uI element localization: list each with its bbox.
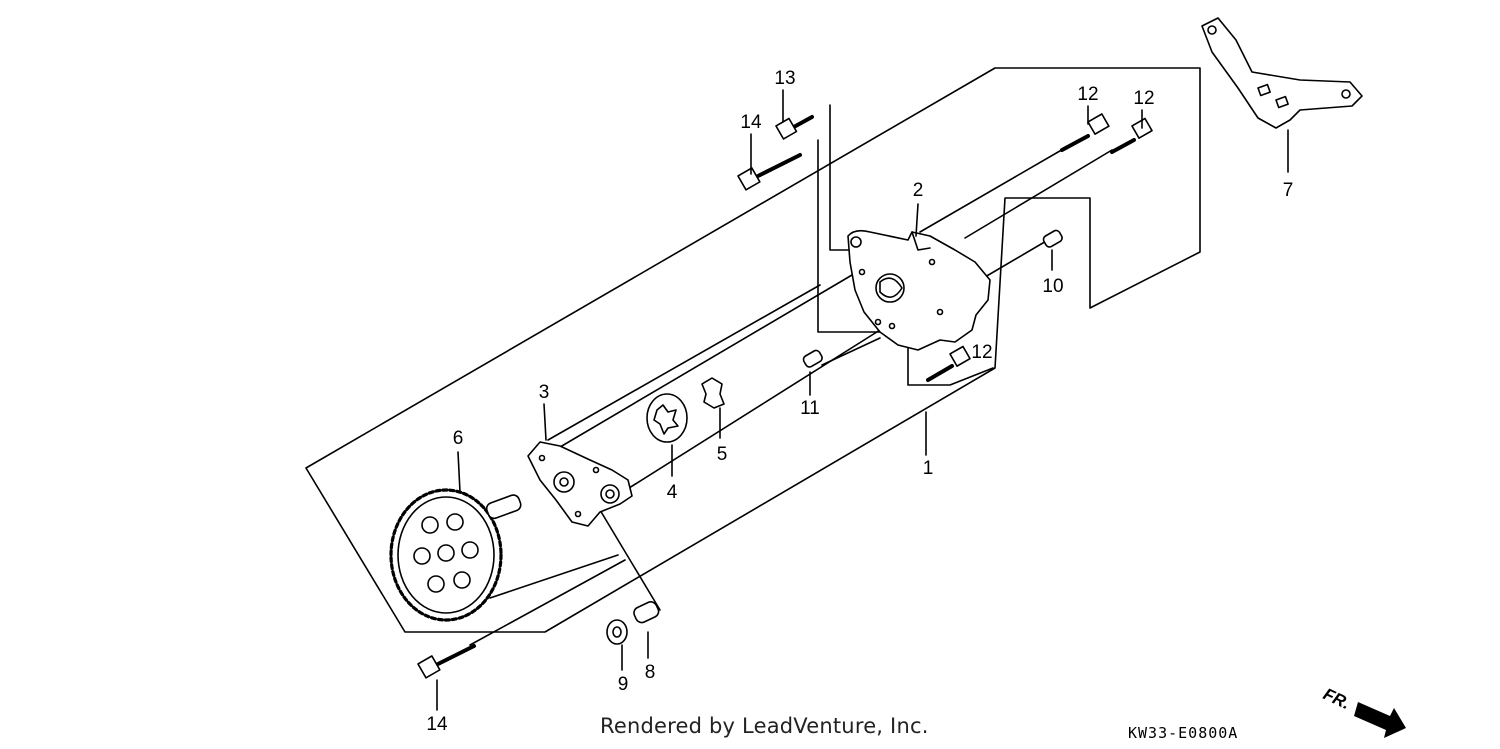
callout-6: 6 [453,428,464,449]
oil-seal [606,619,628,645]
mounting-bracket [1201,17,1363,129]
front-label: FR. [1320,684,1353,713]
leader-line [821,337,881,366]
callout-leader [543,403,547,441]
callout-11: 11 [800,398,820,419]
dowel-pin-10 [1042,229,1063,248]
callout-4: 4 [667,482,678,503]
bolt-14b [417,644,476,679]
oil-pump-cover [847,229,991,351]
callout-14b: 14 [426,714,448,735]
oil-pump-driven-gear [389,488,522,622]
callout-13: 13 [774,68,795,89]
bolt-14a [737,153,802,191]
outer-rotor [646,393,688,443]
front-direction-marker: FR. [1320,684,1406,738]
callout-12c: 12 [971,342,992,363]
leader-line [469,559,626,646]
callout-12b: 12 [1133,88,1154,109]
collar [633,601,660,624]
callout-3: 3 [539,382,550,403]
callout-10: 10 [1042,276,1063,297]
leader-line [964,149,1113,239]
callout-12a: 12 [1077,84,1098,105]
leader-line [554,274,853,451]
callout-leader [915,203,919,237]
callout-7: 7 [1283,180,1294,201]
diagram-code: KW33-E0800A [1128,724,1239,742]
render-credit: Rendered by LeadVenture, Inc. [600,714,929,738]
callout-2: 2 [913,180,924,201]
callout-5: 5 [717,444,728,465]
assembly-outline [305,67,1201,633]
bolt-12c-guide [907,339,994,386]
leader-line [984,239,1049,278]
callout-1: 1 [923,458,934,479]
bolt-12c [926,345,971,382]
bolt-12b [1110,117,1153,154]
leader-line [609,329,881,501]
callout-8: 8 [645,662,656,683]
leader-line [489,554,619,599]
bolt-13 [775,115,814,140]
bolt-12a [1060,113,1110,152]
arrow-icon [1354,702,1406,738]
inner-rotor [701,377,725,409]
callout-14a: 14 [740,112,762,133]
leader-line [547,284,821,441]
leader-line [919,147,1066,233]
oil-pump-body [527,441,633,527]
callout-9: 9 [618,674,629,695]
callout-leader [457,451,461,493]
bolt-13-guide [829,104,849,251]
bolt-14-guide [817,139,881,333]
leader-line [599,509,661,611]
dowel-pin-11 [802,349,823,368]
